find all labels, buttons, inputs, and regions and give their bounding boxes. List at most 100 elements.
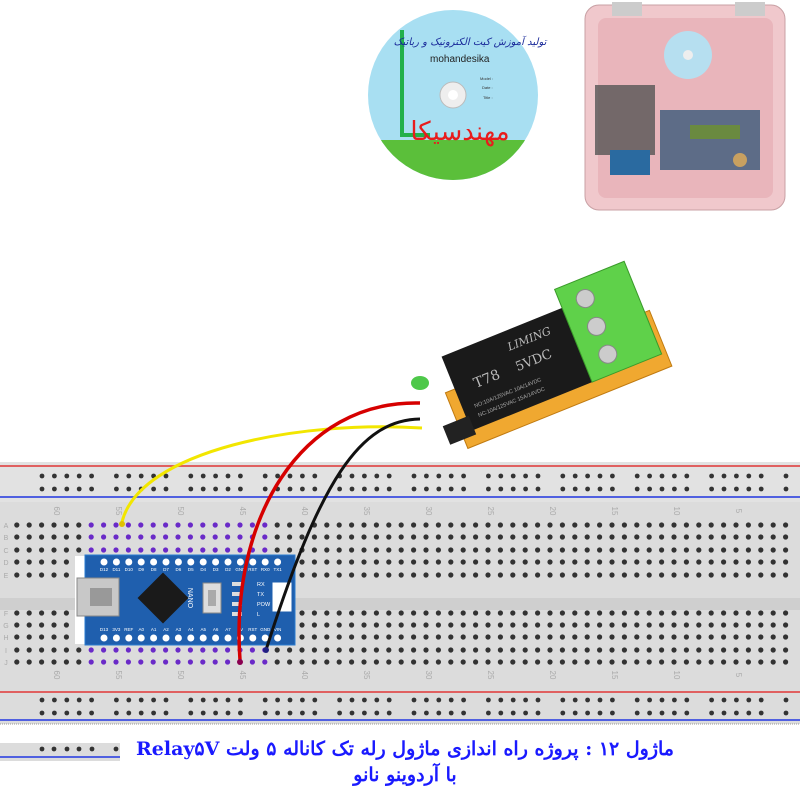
breadboard-hole[interactable] xyxy=(671,522,677,528)
breadboard-hole[interactable] xyxy=(634,559,640,565)
breadboard-hole[interactable] xyxy=(373,647,379,653)
breadboard-hole[interactable] xyxy=(473,534,479,540)
breadboard-hole[interactable] xyxy=(535,559,541,565)
breadboard-hole[interactable] xyxy=(411,572,417,578)
breadboard-hole[interactable] xyxy=(683,522,690,528)
breadboard-hole[interactable] xyxy=(646,572,652,578)
breadboard-hole[interactable] xyxy=(584,634,590,640)
breadboard-hole[interactable] xyxy=(733,572,739,578)
breadboard-hole[interactable] xyxy=(559,572,566,578)
rail-hole[interactable] xyxy=(200,710,206,716)
rail-hole[interactable] xyxy=(362,486,367,492)
breadboard-hole[interactable] xyxy=(336,547,342,553)
breadboard-hole[interactable] xyxy=(758,659,764,665)
breadboard-hole[interactable] xyxy=(187,647,193,653)
rail-hole[interactable] xyxy=(610,710,615,716)
breadboard-hole[interactable] xyxy=(485,559,491,565)
breadboard-hole[interactable] xyxy=(584,559,590,565)
rail-hole[interactable] xyxy=(535,473,541,479)
breadboard-hole[interactable] xyxy=(448,610,454,616)
rail-hole[interactable] xyxy=(634,710,640,716)
rail-hole[interactable] xyxy=(510,710,516,716)
breadboard-hole[interactable] xyxy=(683,572,690,578)
breadboard-hole[interactable] xyxy=(671,647,677,653)
rail-hole[interactable] xyxy=(300,697,305,703)
breadboard-hole[interactable] xyxy=(299,634,305,640)
breadboard-hole[interactable] xyxy=(597,534,603,540)
breadboard-hole[interactable] xyxy=(336,559,342,565)
breadboard-hole[interactable] xyxy=(163,522,169,528)
rail-hole[interactable] xyxy=(126,710,132,716)
breadboard-hole[interactable] xyxy=(287,547,293,553)
breadboard-hole[interactable] xyxy=(411,559,417,565)
breadboard-hole[interactable] xyxy=(26,622,32,628)
breadboard-hole[interactable] xyxy=(101,659,107,665)
breadboard-hole[interactable] xyxy=(547,659,553,665)
rail-hole[interactable] xyxy=(163,710,169,716)
breadboard-hole[interactable] xyxy=(510,610,516,616)
rail-hole[interactable] xyxy=(783,486,789,492)
breadboard-hole[interactable] xyxy=(671,622,677,628)
breadboard-hole[interactable] xyxy=(76,547,82,553)
rail-hole[interactable] xyxy=(39,486,45,492)
breadboard-hole[interactable] xyxy=(311,659,317,665)
breadboard-hole[interactable] xyxy=(696,659,702,665)
breadboard-hole[interactable] xyxy=(435,522,441,528)
breadboard-hole[interactable] xyxy=(473,559,479,565)
breadboard-hole[interactable] xyxy=(721,634,727,640)
breadboard-hole[interactable] xyxy=(758,572,764,578)
breadboard-hole[interactable] xyxy=(597,659,603,665)
breadboard-hole[interactable] xyxy=(597,622,603,628)
breadboard-hole[interactable] xyxy=(634,610,640,616)
breadboard-hole[interactable] xyxy=(559,610,566,616)
breadboard-hole[interactable] xyxy=(572,610,578,616)
breadboard-hole[interactable] xyxy=(336,622,342,628)
breadboard-hole[interactable] xyxy=(535,522,541,528)
rail-hole[interactable] xyxy=(225,473,231,479)
breadboard-hole[interactable] xyxy=(597,559,603,565)
breadboard-hole[interactable] xyxy=(510,634,516,640)
breadboard-hole[interactable] xyxy=(349,622,355,628)
breadboard-hole[interactable] xyxy=(274,522,280,528)
breadboard-hole[interactable] xyxy=(783,572,789,578)
breadboard-hole[interactable] xyxy=(547,547,553,553)
breadboard-hole[interactable] xyxy=(200,534,206,540)
breadboard-hole[interactable] xyxy=(200,659,206,665)
breadboard-hole[interactable] xyxy=(646,559,652,565)
rail-hole[interactable] xyxy=(138,473,144,479)
breadboard-hole[interactable] xyxy=(770,659,776,665)
breadboard-hole[interactable] xyxy=(349,534,355,540)
rail-hole[interactable] xyxy=(647,710,652,716)
breadboard-hole[interactable] xyxy=(473,547,479,553)
breadboard-hole[interactable] xyxy=(150,534,156,540)
breadboard-hole[interactable] xyxy=(572,647,578,653)
breadboard-hole[interactable] xyxy=(175,534,181,540)
breadboard-hole[interactable] xyxy=(733,647,739,653)
breadboard-hole[interactable] xyxy=(435,559,441,565)
breadboard-hole[interactable] xyxy=(572,622,578,628)
breadboard-hole[interactable] xyxy=(559,622,566,628)
breadboard-hole[interactable] xyxy=(39,610,45,616)
rail-hole[interactable] xyxy=(200,697,206,703)
breadboard-hole[interactable] xyxy=(448,522,454,528)
breadboard-hole[interactable] xyxy=(138,534,144,540)
rail-hole[interactable] xyxy=(486,486,491,492)
breadboard-hole[interactable] xyxy=(485,534,491,540)
rail-hole[interactable] xyxy=(758,697,764,703)
breadboard-hole[interactable] xyxy=(485,647,491,653)
breadboard-hole[interactable] xyxy=(398,534,404,540)
breadboard-hole[interactable] xyxy=(510,659,516,665)
breadboard-hole[interactable] xyxy=(88,647,94,653)
rail-hole[interactable] xyxy=(238,473,243,479)
rail-hole[interactable] xyxy=(362,697,367,703)
breadboard-hole[interactable] xyxy=(299,559,305,565)
breadboard-hole[interactable] xyxy=(249,659,255,665)
rail-hole[interactable] xyxy=(461,473,466,479)
breadboard-hole[interactable] xyxy=(324,547,330,553)
breadboard-hole[interactable] xyxy=(609,622,615,628)
breadboard-hole[interactable] xyxy=(572,634,578,640)
breadboard-hole[interactable] xyxy=(361,634,367,640)
rail-hole[interactable] xyxy=(684,697,690,703)
rail-hole[interactable] xyxy=(436,473,442,479)
breadboard-hole[interactable] xyxy=(696,610,702,616)
